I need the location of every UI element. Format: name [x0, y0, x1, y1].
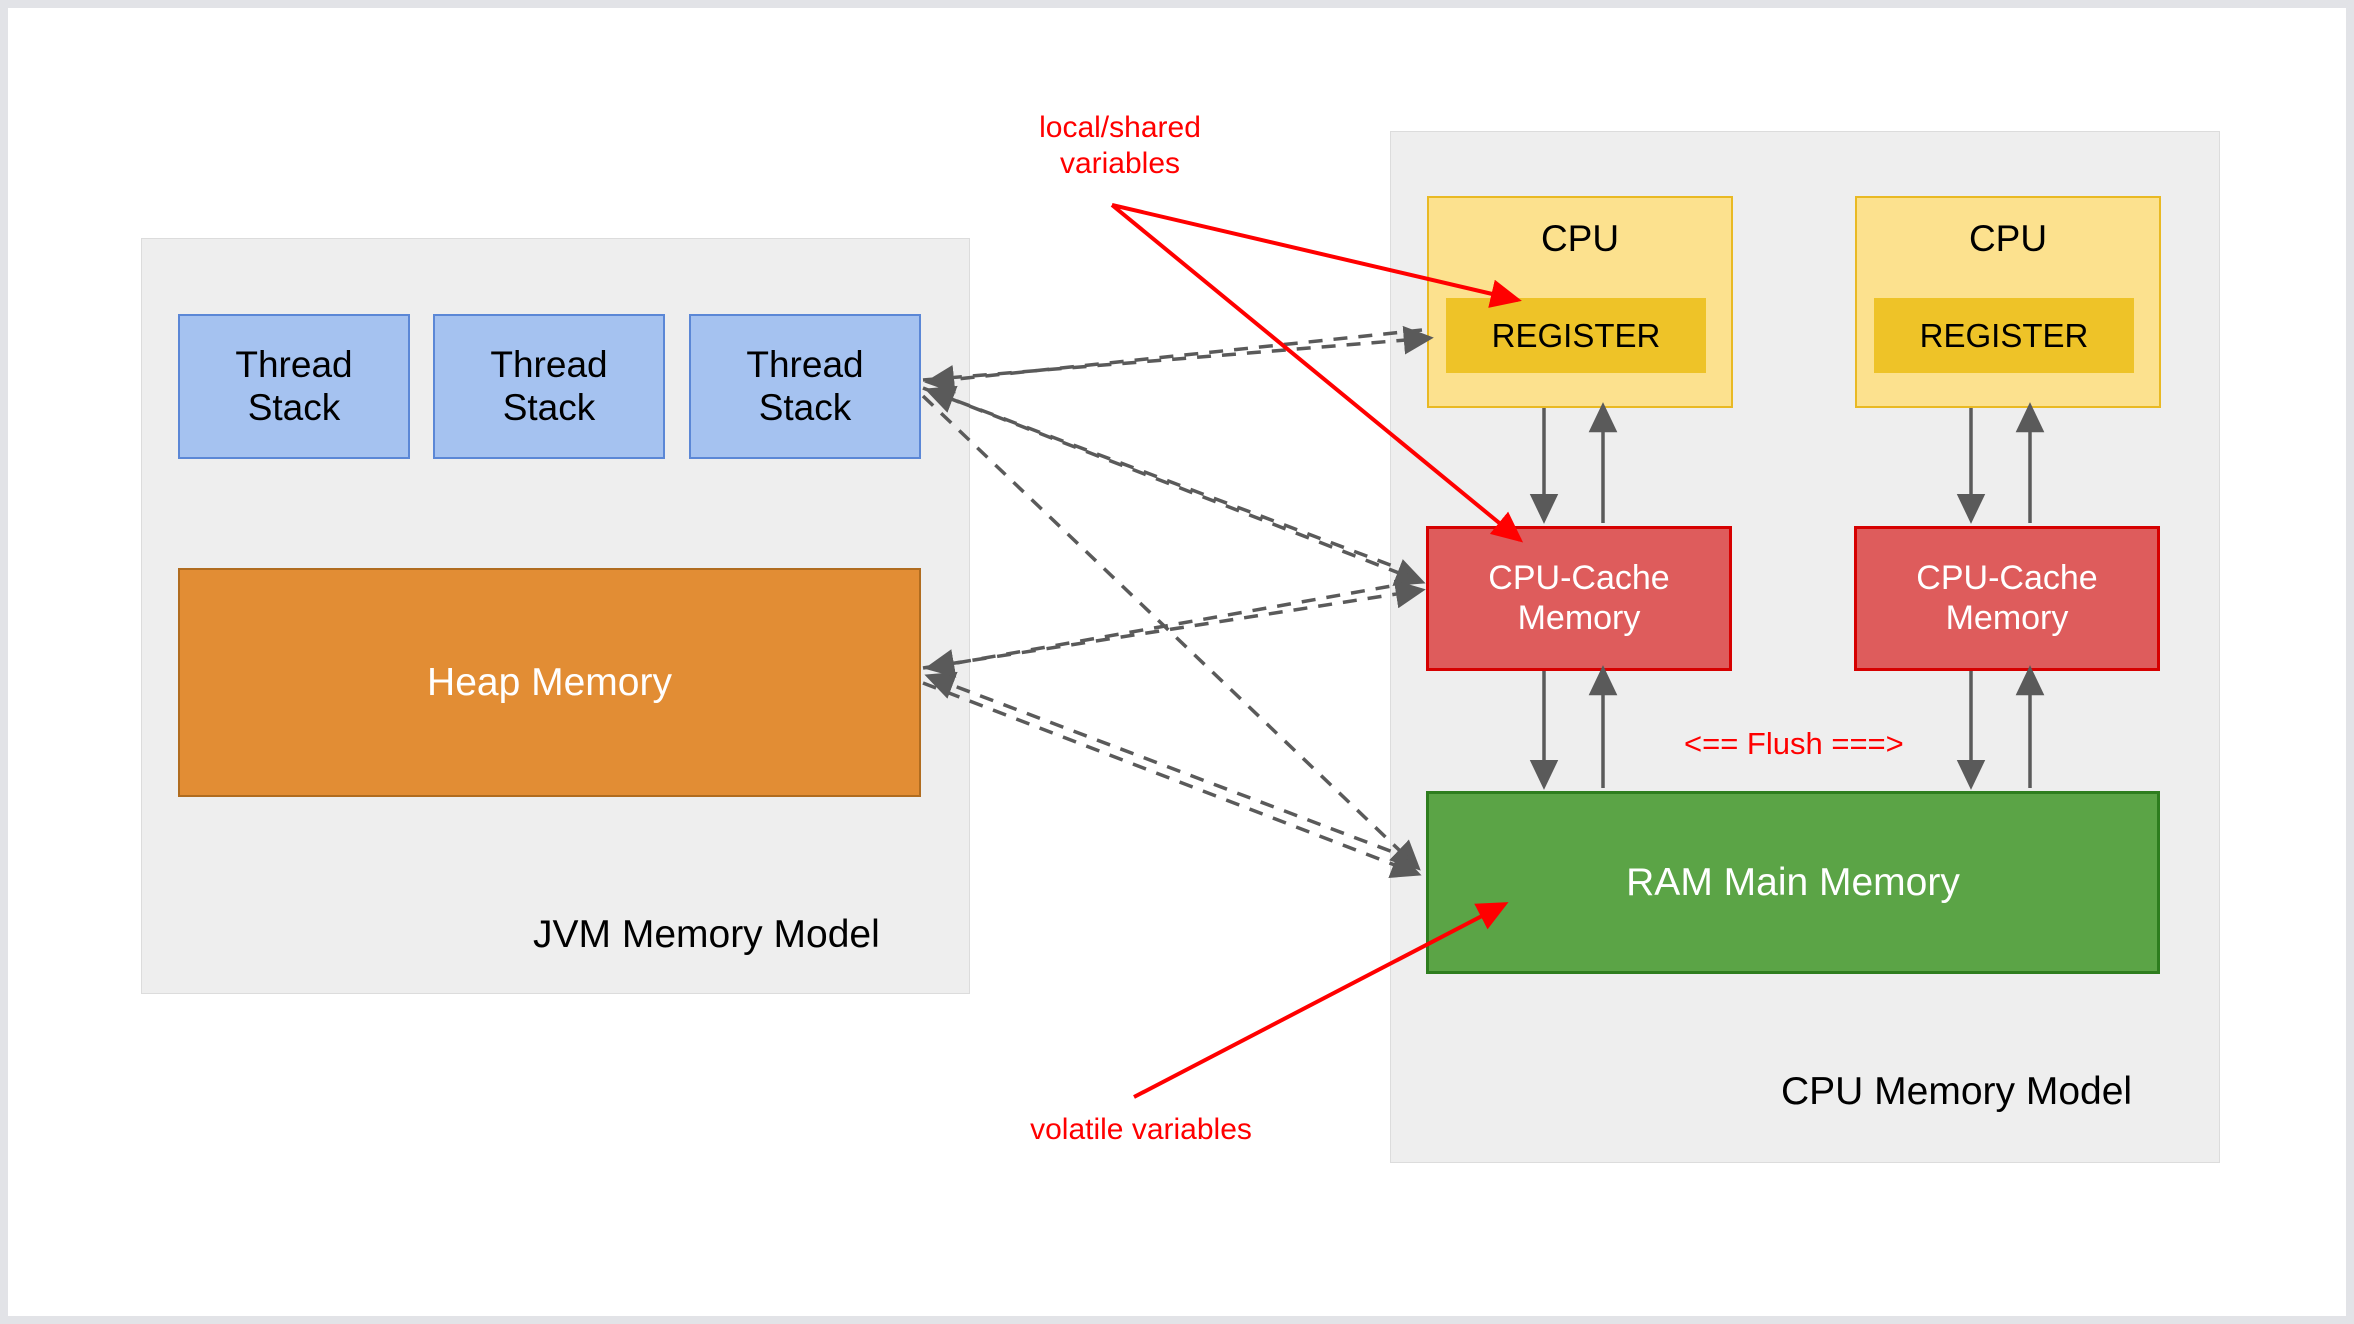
arrow-threadstack-to-ram [921, 394, 1421, 871]
ram-main-memory-box: RAM Main Memory [1426, 791, 2160, 974]
register-label-1: REGISTER [1491, 316, 1661, 354]
flush-label: <== Flush ===> [1684, 726, 1904, 761]
arrow-cache-to-heap [924, 580, 1415, 678]
register-label-2: REGISTER [1919, 316, 2089, 354]
heap-memory-box: Heap Memory [178, 568, 921, 797]
dashed-arrow-group [921, 325, 1434, 878]
register-box-2: REGISTER [1874, 298, 2134, 373]
cpu-label-2: CPU [1968, 218, 2048, 259]
cpu-label-1: CPU [1540, 218, 1620, 259]
register-box-1: REGISTER [1446, 298, 1706, 373]
jvm-memory-model-label: JVM Memory Model [533, 913, 880, 956]
dashed-arrow-group-reverse [924, 328, 1423, 862]
arrow-threadstack-to-cache [922, 386, 1426, 586]
volatile-variables-note: volatile variables [1030, 1113, 1252, 1146]
ram-main-memory-label: RAM Main Memory [1626, 860, 1960, 904]
cpu-memory-model-label: CPU Memory Model [1781, 1070, 2133, 1113]
arrow-threadstack-to-register [922, 325, 1434, 382]
arrow-register-to-threadstack [924, 328, 1423, 394]
local-shared-variables-note: local/shared variables [1039, 111, 1201, 180]
heap-memory-label: Heap Memory [427, 660, 672, 704]
arrow-cache-to-threadstack [924, 385, 1415, 576]
arrow-heap-to-cache [922, 579, 1426, 670]
arrow-heap-to-ram [922, 681, 1422, 878]
arrow-ram-to-heap [924, 671, 1415, 862]
